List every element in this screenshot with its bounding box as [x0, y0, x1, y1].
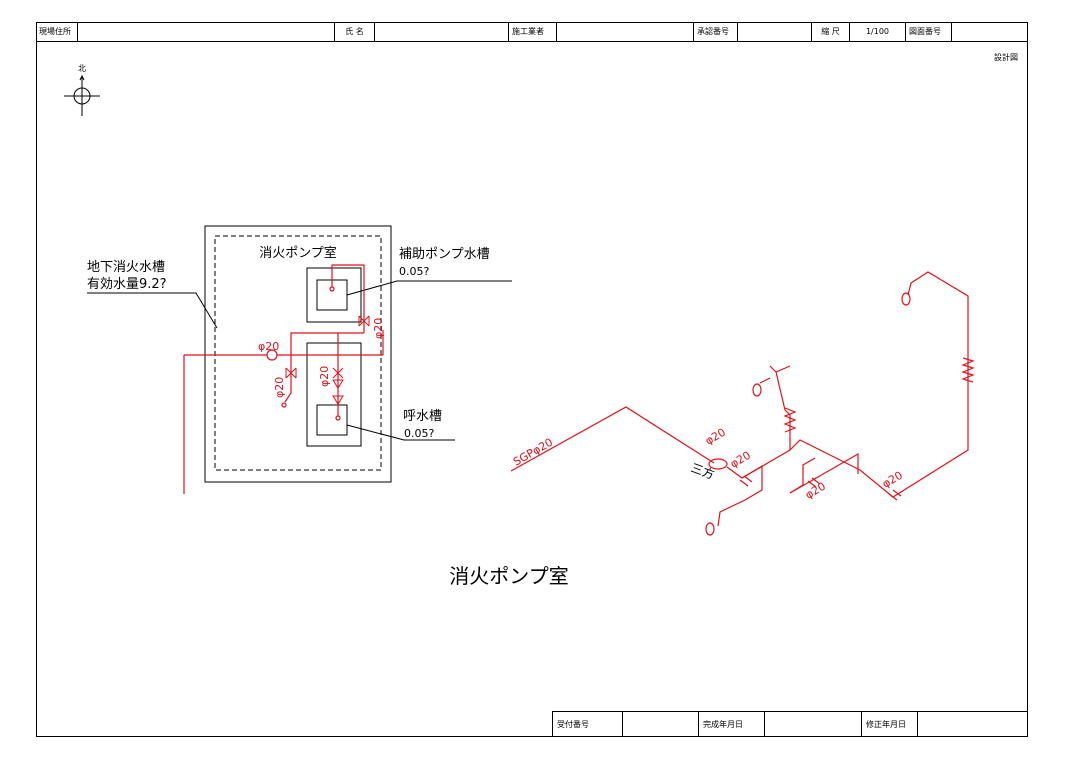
- scale-label: 縮 尺: [812, 22, 850, 41]
- completion-date-label: 完成年月日: [699, 712, 765, 737]
- site-address-value[interactable]: [78, 22, 335, 41]
- priming-tank-leader: [346, 424, 455, 441]
- aux-tank-capacity: 0.05?: [399, 265, 429, 278]
- revision-date-label: 修正年月日: [862, 712, 918, 737]
- plan-piping: [183, 264, 384, 494]
- plan-pipe-label-4: φ20: [372, 318, 385, 339]
- isometric-piping: SGPφ20 φ20 φ20 φ20 φ20 三方: [510, 271, 975, 536]
- plan-pipe-label-1: φ20: [258, 340, 279, 353]
- completion-date-value[interactable]: [765, 712, 862, 737]
- name-label: 氏 名: [335, 22, 375, 41]
- record-block: 受付番号 完成年月日 修正年月日: [552, 711, 1028, 737]
- priming-tank-label: 呼水槽: [403, 409, 442, 424]
- tee-label: 三方: [689, 460, 717, 482]
- iso-pipe-label-1: φ20: [703, 426, 728, 448]
- drawing-title: 消火ポンプ室: [449, 564, 568, 588]
- plan-pipe-label-2: φ20: [273, 377, 286, 398]
- contractor-value[interactable]: [557, 22, 694, 41]
- receipt-no-label: 受付番号: [553, 712, 623, 737]
- pump-room-wall: [204, 225, 392, 483]
- approval-no-label: 承認番号: [694, 22, 738, 41]
- aux-tank-outer: [306, 267, 362, 323]
- iso-pipe-label-4: φ20: [880, 469, 905, 491]
- contractor-label: 施工業者: [509, 22, 557, 41]
- pump-room-label: 消火ポンプ室: [259, 245, 337, 261]
- isometric-pipe-lines: [510, 271, 975, 536]
- aux-tank-label: 補助ポンプ水槽: [399, 247, 490, 262]
- underground-tank-label: 地下消火水槽: [87, 260, 165, 275]
- underground-tank-outline: [214, 235, 382, 471]
- drawing-sheet-frame: [36, 22, 1028, 737]
- approval-no-value[interactable]: [738, 22, 812, 41]
- main-pipe-label: SGPφ20: [511, 436, 555, 469]
- drawing-no-label: 図面番号: [906, 22, 952, 41]
- effective-volume-label: 有効水量9.2?: [87, 277, 167, 292]
- scale-value: 1/100: [850, 22, 906, 41]
- north-label: 北: [78, 64, 86, 73]
- priming-tank-inner: [316, 404, 348, 436]
- title-block: 現場住所 氏 名 施工業者 承認番号 縮 尺 1/100 図面番号: [36, 22, 1028, 42]
- site-address-label: 現場住所: [36, 22, 78, 41]
- aux-tank-inlet: [329, 286, 335, 292]
- underground-tank-leader: [87, 292, 218, 329]
- plan-view: 消火ポンプ室 補助ポンプ水槽 0.05? 地下消火水槽 有効水量9.2? 呼水槽…: [87, 225, 512, 494]
- priming-tank-capacity: 0.05?: [404, 427, 434, 440]
- iso-pipe-label-2: φ20: [728, 449, 753, 471]
- receipt-no-value[interactable]: [623, 712, 699, 737]
- sheet-kind-label: 設計図: [994, 53, 1018, 62]
- plan-pipe-label-3: φ20: [318, 366, 331, 387]
- aux-tank-leader: [346, 280, 512, 296]
- name-value[interactable]: [375, 22, 509, 41]
- north-arrow-icon: 北: [64, 64, 100, 116]
- priming-tank-outer: [306, 342, 362, 447]
